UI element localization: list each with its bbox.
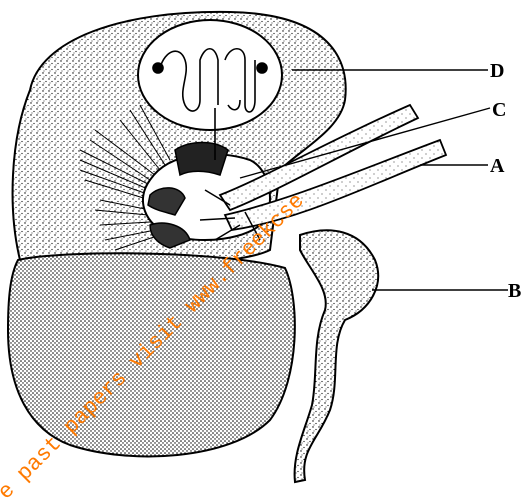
nephron-inset-circle <box>138 20 282 130</box>
label-d: D <box>490 60 504 82</box>
label-c: C <box>492 99 506 121</box>
label-a: A <box>490 155 505 177</box>
ureter <box>295 230 379 482</box>
calyx <box>175 143 228 176</box>
label-b: B <box>508 280 521 302</box>
